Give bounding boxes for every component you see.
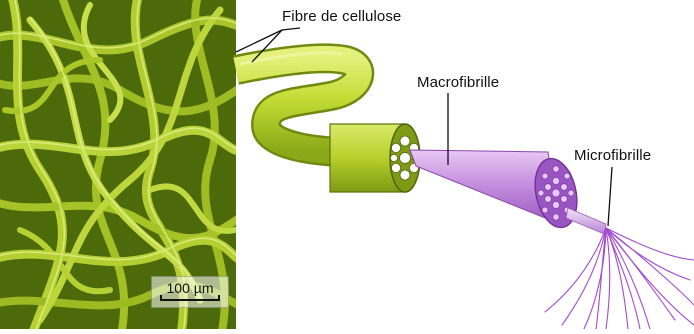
microfibril-leader-line (608, 167, 612, 226)
scale-bar-line (160, 295, 220, 301)
macrofibril-cone (410, 150, 583, 231)
microfibril-label: Microfibrille (574, 147, 651, 164)
scale-bar-label: 100 µm (152, 280, 228, 296)
cellulose-fibre-cylinder (330, 124, 420, 192)
macrofibril-label: Macrofibrille (417, 74, 499, 91)
scale-bar: 100 µm (151, 276, 229, 308)
fibre-label: Fibre de cellulose (282, 8, 401, 25)
microfibril-threads (545, 228, 694, 329)
